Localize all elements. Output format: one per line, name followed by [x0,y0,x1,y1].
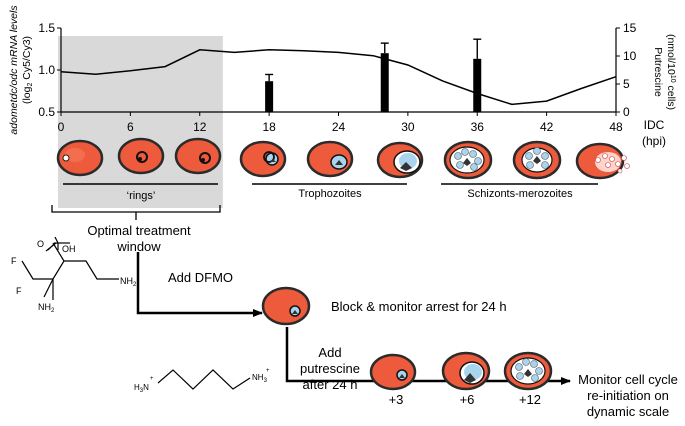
cell-trophozoite-2 [306,140,354,178]
svg-text:+: + [150,376,154,382]
putrescine-bar-0 [265,81,274,112]
svg-text:O: O [37,239,44,249]
svg-text:NH3: NH3 [252,373,268,384]
x-axis-label-idc: IDC [644,118,665,132]
mrna-line [60,49,617,106]
svg-text:H3N: H3N [134,383,149,394]
treatment-window-label-2: window [116,239,161,254]
svg-text:+: + [266,368,270,374]
y-right-tick-label-2: 10 [623,49,637,63]
timepoint-plus-3: +3 [389,392,404,407]
y-axis-right-label: Putrescine [652,47,664,97]
x-tick-label-0: 0 [58,120,65,134]
block-monitor-label: Block & monitor arrest for 24 h [331,299,507,314]
y-left-tick-label-0: 0.5 [38,105,55,119]
cell-ring-1 [56,139,104,177]
cell-trophozoite-1 [239,140,287,178]
svg-text:F: F [11,256,17,266]
putrescine-bar-1 [380,53,389,112]
schizonts-label: Schizonts-merozoites [467,188,573,200]
y-right-tick-label-1: 5 [623,77,630,91]
putrescine-bar-2 [473,58,482,112]
monitor-label-2: re-initiation on [587,388,669,403]
svg-text:NH2: NH2 [38,302,55,314]
x-tick-label-5: 30 [401,120,415,134]
dfmo-arrow [136,252,263,317]
dfmo-structure [21,236,119,300]
cell-plus-6 [441,351,491,391]
svg-text:OH: OH [62,244,76,254]
x-axis-label-hpi: (hpi) [642,134,666,148]
x-tick-label-3: 18 [262,120,276,134]
timepoint-plus-12: +12 [519,392,541,407]
x-tick-label-8: 48 [609,120,623,134]
y-left-tick-label-2: 1.5 [38,21,55,35]
x-tick-label-4: 24 [332,120,346,134]
add-putrescine-label-3: after 24 h [303,377,358,392]
cell-arrested [261,286,311,326]
dfmo-atoms: OH O F F NH2 NH2 [11,239,137,314]
timepoint-plus-6: +6 [460,392,475,407]
add-putrescine-label-1: Add [318,345,341,360]
cell-plus-12 [503,351,553,391]
x-tick-label-6: 36 [471,120,485,134]
cell-merozoites [575,142,630,180]
add-putrescine-label-2: putrescine [300,361,360,376]
y-right-tick-label-3: 15 [623,21,637,35]
y-axis-left-label: adometdc/odc mRNA levels [8,5,20,135]
cell-plus-3 [369,353,417,391]
monitor-label-1: Monitor cell cycle [578,372,678,387]
y-left-tick-label-1: 1.0 [38,63,55,77]
add-dfmo-label: Add DFMO [168,270,233,285]
y-axis-right-sublabel: (nmol/1010 cells) [665,34,677,110]
x-tick-label-2: 12 [193,120,207,134]
chart: 0.5 1.0 1.5 0 5 10 15 0 6 12 18 24 30 36 42 48 [38,21,636,134]
cell-schizont-2 [512,140,562,180]
trophozoites-label: Trophozoites [298,188,362,200]
cell-stage-row [56,137,630,180]
putrescine-structure: H3N + NH3 + [134,368,270,394]
treatment-window-label-1: Optimal treatment [87,223,191,238]
cell-trophozoite-3 [376,141,424,179]
cell-schizont-1 [443,140,493,180]
y-axis-left-sublabel: (log2 Cy5/Cy3) [21,36,34,104]
cell-ring-2 [117,137,165,175]
svg-text:NH2: NH2 [120,276,137,288]
monitor-label-3: dynamic scale [587,404,669,419]
x-tick-label-7: 42 [540,120,554,134]
rings-label: ‘rings’ [127,190,156,202]
y-right-tick-label-0: 0 [623,105,630,119]
x-tick-label-1: 6 [127,120,134,134]
treatment-window-shade [58,36,223,208]
cell-ring-3 [174,137,222,175]
svg-text:F: F [16,286,22,296]
